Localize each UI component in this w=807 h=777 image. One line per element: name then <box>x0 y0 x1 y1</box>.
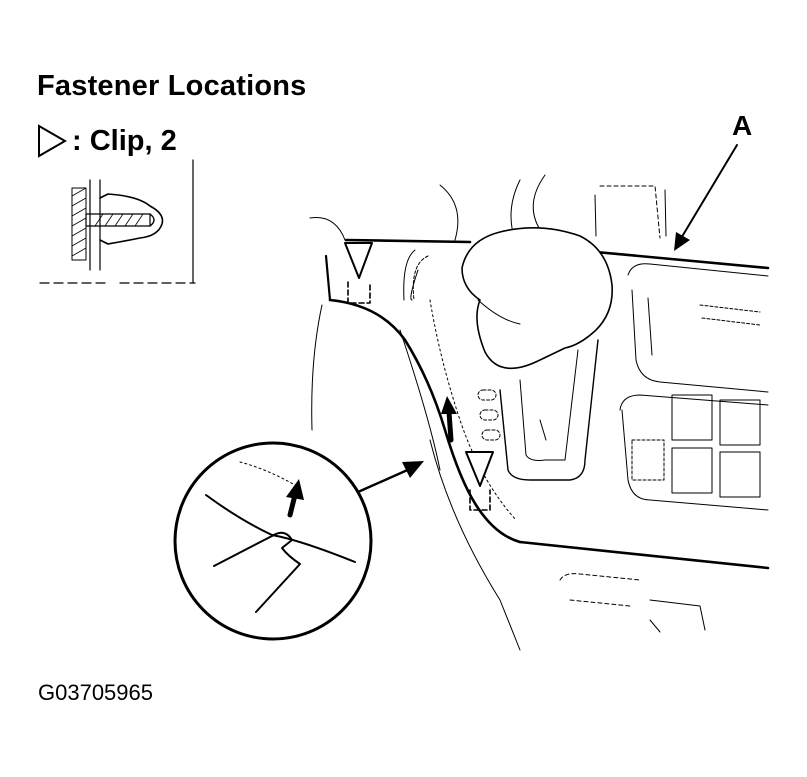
diagram-title: Fastener Locations <box>37 70 307 102</box>
figure-id: G03705965 <box>38 680 153 705</box>
clip-marker-upper <box>344 242 373 304</box>
clip-detail-inset <box>39 159 196 284</box>
callout-a-label: A <box>732 110 753 141</box>
console-panel-a <box>309 174 770 651</box>
open-triangle-icon <box>38 124 68 158</box>
callout-a-leader <box>674 144 738 251</box>
legend-text: : Clip, 2 <box>72 124 177 157</box>
legend: : Clip, 2 <box>36 123 177 159</box>
removal-direction-arrow <box>441 396 457 443</box>
detail-leader-arrow <box>356 461 424 494</box>
detail-magnified-circle <box>173 441 373 641</box>
clip-marker-lower <box>465 451 494 511</box>
